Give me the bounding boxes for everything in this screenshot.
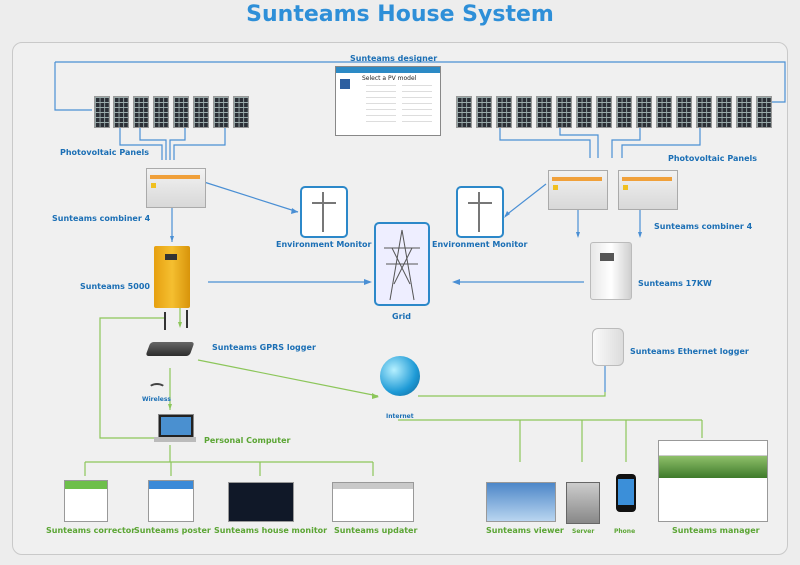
- gprs-label: Sunteams GPRS logger: [212, 343, 316, 352]
- pv-panel: [94, 96, 110, 128]
- pv-panel: [476, 96, 492, 128]
- phone-icon: [616, 474, 636, 512]
- page-title: Sunteams House System: [246, 2, 554, 27]
- designer-heading: Select a PV model: [362, 75, 417, 82]
- wireless-icon: [148, 383, 166, 395]
- pv-panel: [556, 96, 572, 128]
- combiner-left: [146, 168, 206, 208]
- grid-label: Grid: [392, 312, 411, 321]
- poster-screenshot: [148, 480, 194, 522]
- pv-panel: [456, 96, 472, 128]
- manager-label: Sunteams manager: [672, 526, 760, 535]
- pc-label: Personal Computer: [204, 436, 291, 445]
- pv-panel: [696, 96, 712, 128]
- grid-tower-image: [374, 222, 430, 306]
- pv-panel: [716, 96, 732, 128]
- pv-panel: [576, 96, 592, 128]
- combiner-right-2: [618, 170, 678, 210]
- pv-panel: [676, 96, 692, 128]
- manager-screenshot: [658, 440, 768, 522]
- internet-globe-icon: [380, 356, 420, 396]
- laptop-base: [154, 437, 196, 442]
- designer-window: Select a PV model: [335, 66, 441, 136]
- designer-form: [366, 85, 396, 125]
- env-label-right: Environment Monitor: [432, 240, 528, 249]
- pv-panel: [516, 96, 532, 128]
- pv-label-right: Photovoltaic Panels: [668, 154, 757, 163]
- pv-panel: [233, 96, 249, 128]
- environment-monitor-right: [456, 186, 504, 238]
- designer-titlebar: [336, 67, 440, 73]
- ethernet-label: Sunteams Ethernet logger: [630, 347, 749, 356]
- pv-panel: [756, 96, 772, 128]
- pv-panel: [213, 96, 229, 128]
- viewer-screenshot: [486, 482, 556, 522]
- pv-panel: [656, 96, 672, 128]
- antenna: [164, 312, 166, 330]
- viewer-label: Sunteams viewer: [486, 526, 564, 535]
- pv-panel: [536, 96, 552, 128]
- pylon-icon: [384, 229, 420, 301]
- corrector-label: Sunteams corrector: [46, 526, 136, 535]
- inverter-17kw: [590, 242, 632, 300]
- combiner-label-right: Sunteams combiner 4: [654, 222, 753, 231]
- updater-screenshot: [332, 482, 414, 522]
- antenna: [186, 310, 188, 328]
- combiner-label-left: Sunteams combiner 4: [52, 214, 151, 223]
- phone-label: Phone: [614, 528, 636, 535]
- inverter-label-right: Sunteams 17KW: [638, 279, 712, 288]
- pv-module-icon: [340, 79, 350, 89]
- server-icon: [566, 482, 600, 524]
- pv-panel: [153, 96, 169, 128]
- pv-panel: [133, 96, 149, 128]
- inverter-label-left: Sunteams 5000: [80, 282, 150, 291]
- designer-label: Sunteams designer: [350, 54, 438, 63]
- pv-panel: [173, 96, 189, 128]
- laptop-icon: [158, 414, 194, 438]
- corrector-screenshot: [64, 480, 108, 522]
- gprs-logger: [145, 342, 195, 356]
- pv-panel: [616, 96, 632, 128]
- house-monitor-screenshot: [228, 482, 294, 522]
- pv-panel: [736, 96, 752, 128]
- pv-panel: [193, 96, 209, 128]
- poster-label: Sunteams poster: [134, 526, 211, 535]
- ethernet-logger: [592, 328, 624, 366]
- pv-panel: [113, 96, 129, 128]
- server-label: Server: [572, 528, 595, 535]
- inverter-5000: [154, 246, 190, 308]
- environment-monitor-left: [300, 186, 348, 238]
- pv-label-left: Photovoltaic Panels: [60, 148, 149, 157]
- house-monitor-label: Sunteams house monitor: [214, 526, 328, 535]
- combiner-right-1: [548, 170, 608, 210]
- designer-form-right: [402, 85, 432, 125]
- updater-label: Sunteams updater: [334, 526, 418, 535]
- pv-panel: [636, 96, 652, 128]
- internet-label: Internet: [386, 413, 414, 420]
- wireless-label: Wireless: [142, 396, 171, 403]
- pv-panel: [596, 96, 612, 128]
- pv-panel: [496, 96, 512, 128]
- env-label-left: Environment Monitor: [276, 240, 372, 249]
